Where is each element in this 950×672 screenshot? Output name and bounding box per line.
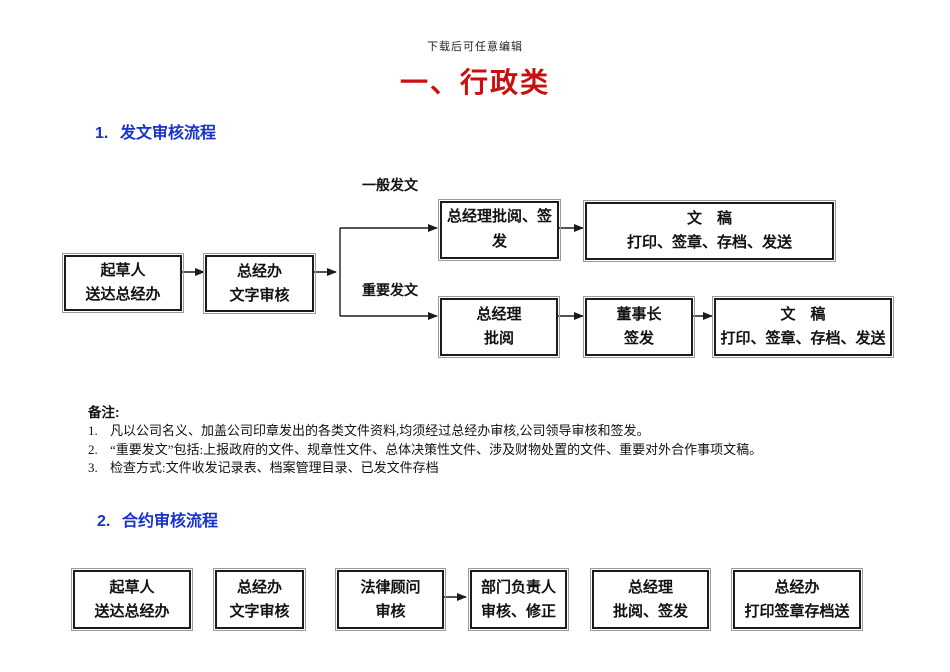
flow-box-action: 批阅 (483, 330, 514, 347)
flow-box-action: 打印、签章、存档、发送 (626, 234, 792, 251)
flow2-connector-lines (440, 593, 467, 601)
flow-box-role: 董事长 (616, 307, 662, 323)
section-title: 发文审核流程 (120, 125, 217, 142)
flow-box-role: 起草人 (109, 579, 155, 596)
flow-box-role: 总经理 (627, 579, 673, 596)
flow-box-role: 文 稿 (780, 307, 826, 323)
flow-box-gm-sign: 总经理批阅、签发 (438, 199, 561, 261)
flow-box-role: 文 稿 (686, 211, 732, 227)
branch-label-important: 重要发文 (362, 284, 418, 299)
flow-box-drafter: 起草人 送达总经办 (71, 568, 193, 631)
flow-box-role: 总经办 (236, 579, 282, 596)
section-title: 合约审核流程 (122, 513, 219, 530)
flow-box-action: 批阅、签发 (612, 602, 688, 620)
flow-box-action: 文字审核 (229, 602, 290, 620)
note-item: 2. “重要发文”包括:上报政府的文件、规章性文件、总体决策性文件、涉及财物处置… (88, 441, 928, 460)
note-item: 1. 凡以公司名义、加盖公司印章发出的各类文件资料,均须经过总经办审核,公司领导… (88, 422, 928, 441)
note-number: 1. (88, 423, 98, 438)
flow-box-action: 文字审核 (229, 286, 290, 304)
flow-box-gm: 总经理 批阅、签发 (590, 568, 711, 631)
flow-box-doc-general: 文 稿 打印、签章、存档、发送 (583, 200, 836, 262)
flow1-connector-lines (178, 224, 713, 320)
branch-label-general: 一般发文 (362, 179, 418, 194)
flow-box-action: 审核、修正 (480, 602, 556, 620)
note-text: 凡以公司名义、加盖公司印章发出的各类文件资料,均须经过总经办审核,公司领导审核和… (110, 423, 650, 438)
flow-box-drafter: 起草人 送达总经办 (62, 253, 184, 313)
flow-box-action: 签发 (623, 330, 654, 347)
note-text: 检查方式:文件收发记录表、档案管理目录、已发文件存档 (110, 460, 439, 475)
flow-box-role: 总经理 (476, 307, 522, 323)
flow-box-chairman: 董事长 签发 (583, 296, 695, 358)
flow-box-action: 打印签章存档送 (744, 602, 850, 620)
section-number: 2. (97, 513, 111, 530)
flow-box-gm-review: 总经理 批阅 (438, 296, 560, 358)
flow-box-action: 送达总经办 (85, 286, 161, 303)
section-heading-2: 2. 合约审核流程 (97, 507, 218, 531)
flow-box-action: 送达总经办 (94, 602, 170, 620)
note-text: “重要发文”包括:上报政府的文件、规章性文件、总体决策性文件、涉及财物处置的文件… (110, 441, 763, 457)
header-note: 下载后可任意编辑 (427, 41, 523, 53)
note-number: 3. (88, 460, 98, 475)
flow-box-role: 部门负责人 (480, 579, 556, 596)
note-number: 2. (88, 441, 98, 457)
notes-heading: 备注: (88, 405, 120, 420)
section-number: 1. (95, 125, 109, 142)
flow-box-role: 起草人 (100, 263, 146, 279)
flow-box-dept-head: 部门负责人 审核、修正 (468, 568, 569, 631)
flow-box-action: 打印、签章、存档、发送 (720, 330, 886, 347)
flow-box-label: 总经理批阅、签发 (446, 209, 552, 250)
flow-box-action: 审核 (375, 602, 406, 620)
note-item: 3. 检查方式:文件收发记录表、档案管理目录、已发文件存档 (88, 459, 928, 478)
flow-box-legal-counsel: 法律顾问 审核 (335, 568, 446, 631)
notes-section: 备注: 1. 凡以公司名义、加盖公司印章发出的各类文件资料,均须经过总经办审核,… (88, 403, 928, 478)
flow-box-gm-office: 总经办 文字审核 (203, 253, 316, 314)
flow-box-doc-important: 文 稿 打印、签章、存档、发送 (712, 296, 894, 358)
flow-box-role: 总经办 (774, 579, 820, 596)
flow-box-gm-office-archive: 总经办 打印签章存档送 (731, 568, 863, 631)
flow-box-gm-office: 总经办 文字审核 (213, 568, 306, 631)
section-heading-1: 1. 发文审核流程 (95, 119, 216, 143)
flow-box-role: 法律顾问 (360, 579, 421, 596)
page-title: 一、行政类 (399, 67, 550, 98)
flow-box-role: 总经办 (236, 263, 282, 280)
